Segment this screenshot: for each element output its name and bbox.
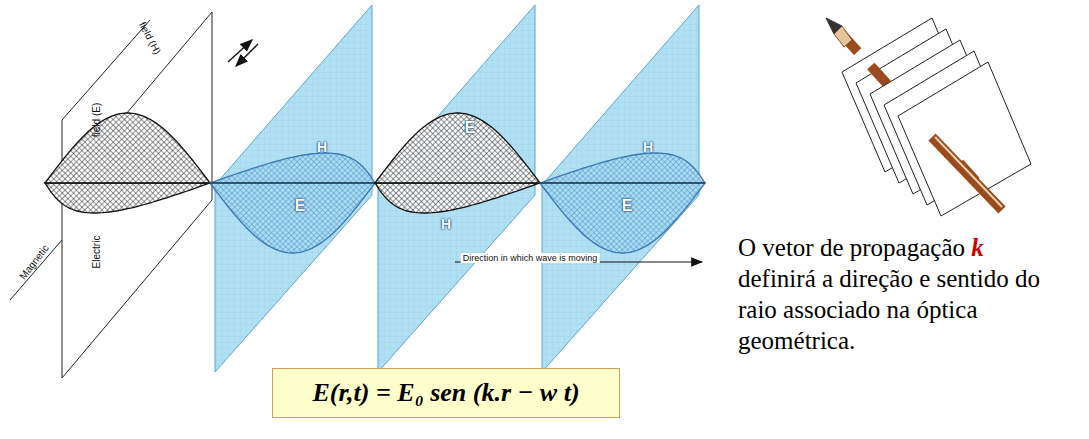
field-letter: E [622,197,633,215]
field-letter: H [317,139,327,155]
field-letter: E [465,119,476,137]
field-letter: H [643,139,653,155]
pencil-planes [826,18,1031,216]
wavefront-sheet [898,62,1031,216]
pencil-wood [834,26,852,47]
caption-text: O vetor de propagação k definirá a direç… [738,232,1054,356]
formula-box: E(r,t) = E₀ sen (k.r − w t) [272,368,620,418]
electric-lobe [375,113,540,183]
formula-text: E(r,t) = E₀ sen (k.r − w t) [312,378,579,408]
magnetic-lobe [210,153,375,183]
axis-label: field (H) [137,20,163,56]
pencil-segment [871,66,887,84]
electric-lobe [210,183,375,253]
field-lobes [45,113,705,253]
axis-label: field (E) [91,103,102,137]
vector-symbol: k [971,234,984,261]
axis-label: Electric [91,236,102,269]
pencil-body [932,137,1002,210]
magnetic-lobe [45,183,210,213]
electric-lobe [45,113,210,183]
magnetic-lobe [375,183,540,213]
reference-plane [10,12,212,378]
field-letter: H [441,216,451,232]
double-arrow [228,40,258,66]
pencil-stripe [935,137,1002,207]
electric-lobe [540,183,705,253]
axis-label: Magnetic [17,243,51,282]
magnetic-lobe [540,153,705,183]
field-letter: E [295,197,306,215]
direction-label: Direction in which wave is moving [461,253,600,263]
